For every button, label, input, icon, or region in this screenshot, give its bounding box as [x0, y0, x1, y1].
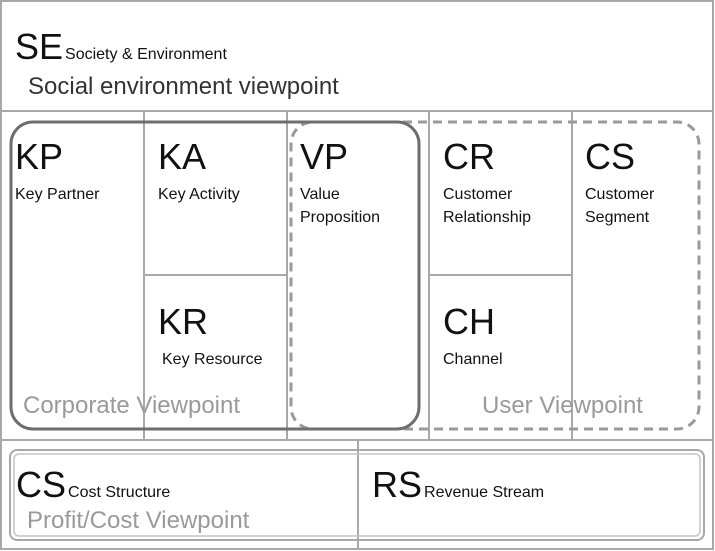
kp-name: Key Partner: [15, 186, 100, 203]
society-name: Society & Environment: [65, 46, 227, 63]
revenue-abbr: RS: [372, 464, 423, 505]
cost-abbr: CS: [16, 464, 67, 505]
cr-name-line1: Customer: [443, 186, 513, 203]
ka-name: Key Activity: [158, 186, 240, 203]
society-abbr: SE: [15, 26, 64, 67]
cr-name-line2: Relationship: [443, 209, 532, 226]
corporate-viewpoint-outline: [9, 120, 421, 431]
cs-segment-name-line2: Segment: [585, 209, 650, 226]
profit-cost-outline-outer: [9, 449, 705, 541]
society-viewpoint: Social environment viewpoint: [28, 73, 339, 100]
ka-abbr: KA: [158, 136, 207, 177]
corporate-viewpoint-label: Corporate Viewpoint: [23, 392, 241, 419]
cost-name: Cost Structure: [68, 484, 171, 501]
user-viewpoint-outline: [289, 120, 701, 431]
kr-abbr: KR: [158, 301, 209, 342]
cr-abbr: CR: [443, 136, 495, 177]
profit-cost-viewpoint-label: Profit/Cost Viewpoint: [27, 507, 250, 534]
vp-name: Value Proposition: [300, 183, 380, 229]
cs-segment-name-line1: Customer: [585, 186, 655, 203]
kr-name: Key Resource: [162, 351, 263, 368]
vp-name-line2: Proposition: [300, 209, 381, 226]
ch-name: Channel: [443, 351, 503, 368]
profit-cost-outline-inner: [13, 453, 701, 537]
user-viewpoint-label: User Viewpoint: [482, 392, 643, 419]
vp-name-line1: Value: [300, 186, 340, 203]
cs-segment-name: Customer Segment: [585, 183, 654, 229]
revenue-name: Revenue Stream: [424, 484, 545, 501]
ch-abbr: CH: [443, 301, 495, 342]
kp-abbr: KP: [15, 136, 64, 177]
cr-name: Customer Relationship: [443, 183, 531, 229]
cs-segment-abbr: CS: [585, 136, 636, 177]
vp-abbr: VP: [300, 136, 349, 177]
